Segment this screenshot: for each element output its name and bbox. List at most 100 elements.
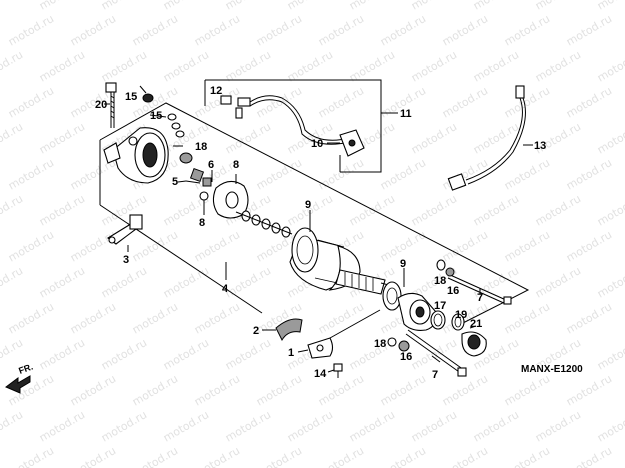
watermark-text: motod.ru	[192, 228, 242, 264]
watermark-text: motod.ru	[99, 48, 149, 84]
callout-4: 4	[222, 283, 229, 295]
watermark-text: motod.ru	[68, 300, 118, 336]
bolt-20	[104, 82, 117, 128]
watermark-text: motod.ru	[440, 372, 490, 408]
watermark-text: motod.ru	[161, 0, 211, 13]
watermark-text: motod.ru	[595, 0, 625, 13]
callout-19: 19	[455, 309, 467, 321]
callout-15b: 15	[150, 110, 162, 122]
watermark-text: motod.ru	[378, 12, 428, 48]
watermark-text: motod.ru	[502, 300, 552, 336]
watermark-text: motod.ru	[37, 192, 87, 228]
watermark-text: motod.ru	[6, 444, 56, 468]
watermark-text: motod.ru	[316, 84, 366, 120]
watermark-text: motod.ru	[409, 48, 459, 84]
watermark-text: motod.ru	[533, 192, 583, 228]
callout-9a: 9	[305, 199, 311, 211]
watermark-text: motod.ru	[440, 84, 490, 120]
bolt-14	[327, 363, 343, 378]
watermark-text: motod.ru	[130, 300, 180, 336]
watermark-text: motod.ru	[0, 192, 25, 228]
callout-3: 3	[123, 254, 129, 266]
watermark-text: motod.ru	[595, 408, 625, 444]
watermark-text: motod.ru	[192, 12, 242, 48]
callout-11: 11	[400, 108, 412, 120]
callout-12: 12	[210, 85, 222, 97]
watermark-text: motod.ru	[533, 408, 583, 444]
watermark-text: motod.ru	[161, 408, 211, 444]
watermark-text: motod.ru	[440, 444, 490, 468]
watermark-text: motod.ru	[409, 192, 459, 228]
watermark-text: motod.ru	[409, 120, 459, 156]
watermark-text: motod.ru	[471, 48, 521, 84]
callout-16b: 16	[447, 285, 459, 297]
callout-17: 17	[434, 300, 446, 312]
watermark-text: motod.ru	[130, 444, 180, 468]
watermark-text: motod.ru	[502, 84, 552, 120]
watermark-text: motod.ru	[285, 408, 335, 444]
watermark-text: motod.ru	[254, 444, 304, 468]
brush-assembly	[185, 167, 249, 219]
watermark-text: motod.ru	[223, 408, 273, 444]
watermark-text: motod.ru	[161, 336, 211, 372]
watermark-text: motod.ru	[564, 300, 614, 336]
watermark-text: motod.ru	[223, 48, 273, 84]
watermark-text: motod.ru	[285, 0, 335, 13]
watermark-text: motod.ru	[378, 444, 428, 468]
bracket-3	[107, 214, 143, 252]
callout-14: 14	[314, 368, 327, 380]
watermark-text: motod.ru	[595, 192, 625, 228]
front-cover	[103, 127, 169, 184]
watermark-text: motod.ru	[0, 0, 25, 13]
watermark-text: motod.ru	[347, 192, 397, 228]
callout-5: 5	[172, 176, 178, 188]
watermark-text: motod.ru	[37, 408, 87, 444]
watermark-text: motod.ru	[6, 84, 56, 120]
callout-6: 6	[208, 159, 214, 171]
watermark-text: motod.ru	[378, 372, 428, 408]
watermark-text: motod.ru	[254, 372, 304, 408]
watermark-text: motod.ru	[192, 444, 242, 468]
watermark-text: motod.ru	[68, 12, 118, 48]
long-bolt-7-upper	[447, 273, 512, 305]
watermark-text: motod.ru	[440, 156, 490, 192]
watermark-text: motod.ru	[223, 120, 273, 156]
watermark-text: motod.ru	[502, 12, 552, 48]
watermark-text: motod.ru	[316, 300, 366, 336]
watermark-text: motod.ru	[99, 264, 149, 300]
callout-7a: 7	[432, 369, 438, 381]
watermark-text: motod.ru	[68, 444, 118, 468]
watermark-text: motod.ru	[347, 0, 397, 13]
watermark-text: motod.ru	[0, 408, 25, 444]
assembly-frame	[99, 102, 530, 326]
watermark-text: motod.ru	[595, 48, 625, 84]
washers-18-16	[387, 259, 455, 352]
watermark-text: motod.ru	[192, 372, 242, 408]
callout-8b: 8	[199, 217, 205, 229]
watermark-text: motod.ru	[37, 264, 87, 300]
watermark-text: motod.ru	[6, 300, 56, 336]
watermark-text: motod.ru	[192, 300, 242, 336]
watermark-text: motod.ru	[471, 192, 521, 228]
callout-21: 21	[470, 318, 482, 330]
callout-16a: 16	[400, 351, 412, 363]
watermark-text: motod.ru	[130, 228, 180, 264]
watermark-text: motod.ru	[37, 0, 87, 13]
watermark-text: motod.ru	[316, 444, 366, 468]
cable-kit-frame	[204, 79, 398, 173]
watermark-text: motod.ru	[440, 12, 490, 48]
callout-7b: 7	[477, 292, 483, 304]
watermark-text: motod.ru	[130, 372, 180, 408]
watermark-text: motod.ru	[440, 228, 490, 264]
watermark-text: motod.ru	[285, 48, 335, 84]
watermark-text: motod.ru	[68, 372, 118, 408]
watermark-text: motod.ru	[254, 84, 304, 120]
watermark-text: motod.ru	[99, 336, 149, 372]
watermark-text: motod.ru	[0, 120, 25, 156]
watermark-text: motod.ru	[564, 84, 614, 120]
callout-1: 1	[288, 347, 294, 359]
watermark-text: motod.ru	[595, 336, 625, 372]
watermark-text: motod.ru	[254, 12, 304, 48]
watermark-text: motod.ru	[6, 156, 56, 192]
